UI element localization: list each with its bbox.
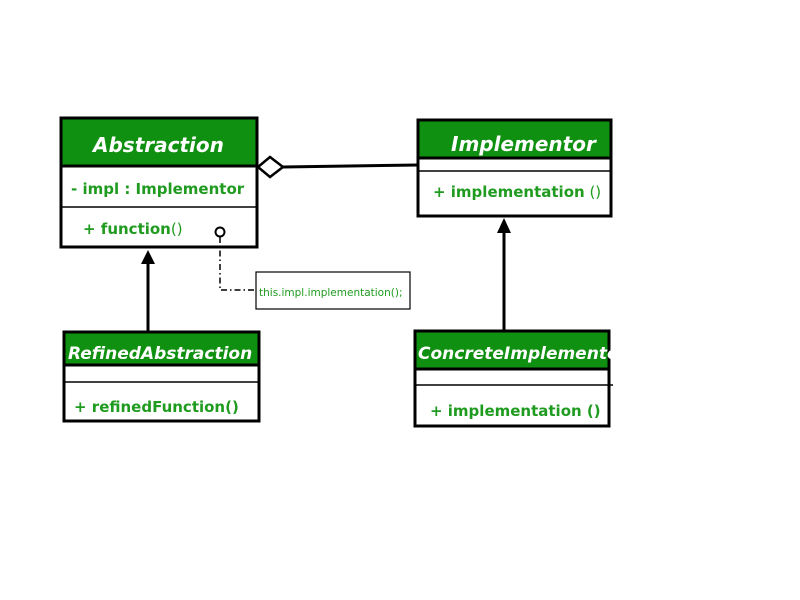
- aggregation-diamond-icon: [256, 155, 286, 179]
- arrowhead-icon: [141, 250, 155, 264]
- note-dashed-line: [219, 237, 256, 291]
- class-abstraction[interactable]: Abstraction - impl : Implementor + funct…: [59, 116, 259, 249]
- class-refined-abstraction-title: RefinedAbstraction: [68, 344, 252, 364]
- class-abstraction-header: [59, 116, 259, 168]
- class-implementor-title: Implementor: [451, 132, 597, 156]
- arrowhead-icon: [497, 218, 511, 233]
- class-concrete-implementor-operation: + implementation (): [430, 402, 601, 420]
- operation-name: + implementation: [430, 402, 582, 420]
- class-refined-abstraction-operation: + refinedFunction(): [74, 398, 239, 416]
- class-concrete-implementor-title: ConcreteImplementor: [418, 344, 629, 364]
- class-abstraction-title: Abstraction: [91, 133, 224, 157]
- operation-parens: (): [585, 183, 601, 201]
- operation-parens: (): [582, 402, 601, 420]
- note-text: this.impl.implementation();: [259, 287, 403, 299]
- operation-parens: (): [171, 220, 183, 238]
- note-connector: [214, 226, 256, 291]
- generalization-concrete-to-implementor: [497, 218, 511, 331]
- class-concrete-implementor-header: [413, 329, 611, 371]
- class-implementor-operation: + implementation (): [433, 183, 601, 201]
- operation-name: + implementation: [433, 183, 585, 201]
- aggregation-connector: [256, 155, 419, 179]
- class-abstraction-operation: + function(): [83, 220, 183, 238]
- class-refined-abstraction[interactable]: RefinedAbstraction + refinedFunction(): [62, 330, 261, 423]
- note[interactable]: this.impl.implementation();: [255, 271, 411, 310]
- class-concrete-implementor[interactable]: ConcreteImplementor + implementation (): [413, 329, 629, 428]
- class-abstraction-attribute: - impl : Implementor: [71, 180, 245, 198]
- note-anchor-circle-icon: [214, 226, 226, 238]
- operation-name: + function: [83, 220, 171, 238]
- class-implementor-header: [416, 118, 613, 160]
- class-implementor[interactable]: Implementor + implementation (): [416, 118, 613, 218]
- note-box: [255, 271, 411, 310]
- generalization-refined-to-abstraction: [141, 250, 155, 332]
- class-refined-abstraction-header: [62, 330, 261, 367]
- aggregation-line: [282, 163, 419, 169]
